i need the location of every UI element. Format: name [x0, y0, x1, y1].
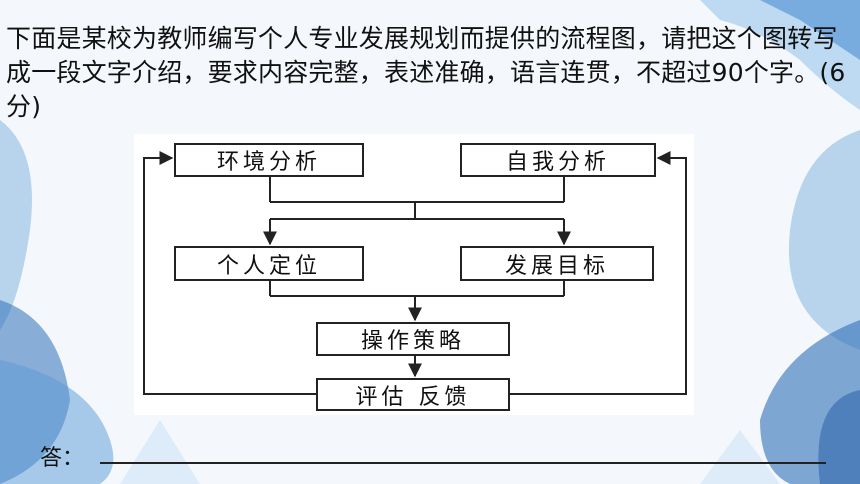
node-self-analysis: 自我分析 [460, 143, 656, 177]
node-development-goals: 发展目标 [460, 246, 654, 281]
answer-line[interactable] [100, 462, 826, 464]
flowchart-connectors [143, 151, 687, 395]
node-personal-positioning: 个人定位 [174, 246, 364, 281]
feedback-loop-left [143, 151, 316, 395]
answer-label: 答： [40, 446, 85, 471]
flowchart: 环境分析 自我分析 个人定位 发展目标 操作策略 评估 反馈 [134, 134, 694, 415]
node-operation-strategy: 操作策略 [316, 322, 510, 356]
question-text: 下面是某校为教师编写个人专业发展规划而提供的流程图，请把这个图转写成一段文字介绍… [6, 24, 846, 121]
node-environment-analysis: 环境分析 [174, 143, 364, 177]
node-evaluation-feedback: 评估 反馈 [316, 378, 510, 411]
feedback-loop-right [510, 151, 687, 395]
